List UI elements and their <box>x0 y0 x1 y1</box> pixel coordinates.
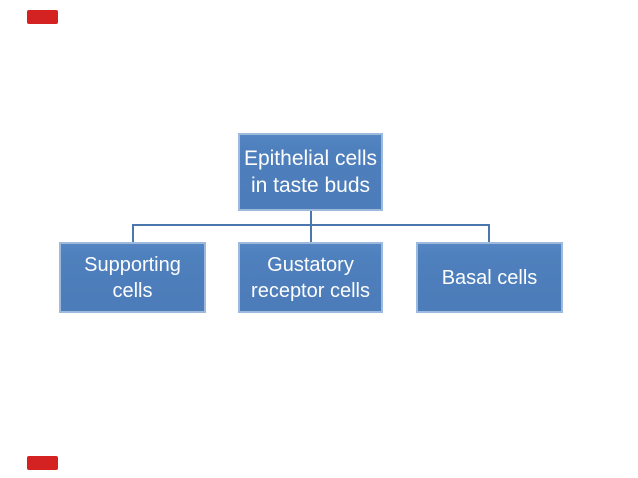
node-label-line: receptor cells <box>251 279 370 302</box>
node-epithelial-cells: Epithelial cells in taste buds <box>238 133 383 211</box>
node-label-line: Supporting <box>84 253 181 276</box>
red-accent-mark-bottom <box>27 456 58 470</box>
connector-supporting-stem <box>132 224 134 242</box>
node-basal-cells: Basal cells <box>416 242 563 313</box>
red-accent-mark-top <box>27 10 58 24</box>
connector-horizontal-bar <box>132 224 490 226</box>
node-label-line: in taste buds <box>250 174 371 197</box>
node-gustatory-receptor-cells: Gustatory receptor cells <box>238 242 383 313</box>
connector-root-stem <box>310 211 312 242</box>
node-label-line: cells <box>112 279 153 302</box>
node-label-line: Basal cells <box>441 266 538 289</box>
node-label-line: Epithelial cells <box>243 147 378 170</box>
connector-basal-stem <box>488 224 490 242</box>
node-label-line: Gustatory <box>267 253 354 276</box>
node-supporting-cells: Supporting cells <box>59 242 206 313</box>
